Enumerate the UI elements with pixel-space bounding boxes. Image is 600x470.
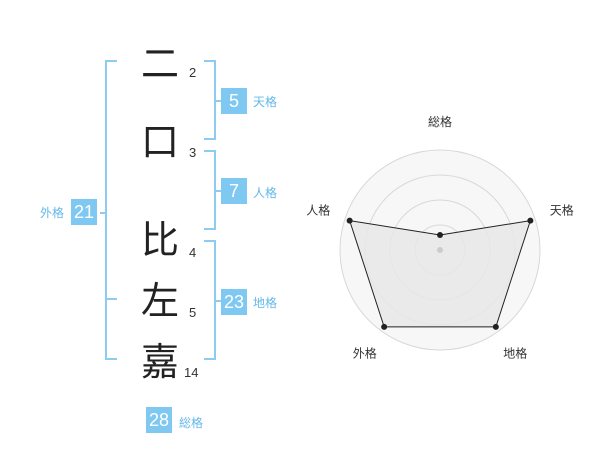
tenkaku-connector	[215, 100, 221, 102]
radar-point-4	[346, 217, 353, 224]
chikaku-bracket-bottom	[204, 358, 216, 360]
name-char-3: 比	[140, 218, 179, 262]
radar-point-2	[492, 323, 499, 330]
jinkaku-bracket-top	[204, 150, 216, 152]
gaikaku-connector	[100, 212, 106, 214]
gaikaku-label: 外格	[40, 206, 65, 220]
radar-series-polygon	[348, 220, 532, 328]
jinkaku-bracket-bottom	[204, 228, 216, 230]
radar-center-point	[437, 247, 443, 253]
chikaku-value-badge: 23	[221, 289, 248, 315]
name-char-1: 二	[140, 42, 179, 86]
tenkaku-bracket-top	[204, 60, 216, 62]
chikaku-label: 地格	[253, 296, 278, 310]
radar-grid-ring	[339, 149, 541, 351]
chikaku-bracket-top	[204, 240, 216, 242]
jinkaku-connector	[215, 190, 221, 192]
soukaku-label: 総格	[179, 416, 204, 430]
tenkaku-label: 天格	[253, 95, 278, 109]
name-char-2: 口	[140, 120, 179, 164]
radar-point-3	[381, 323, 388, 330]
radar-axis-label-2: 地格	[503, 346, 527, 361]
radar-point-0	[437, 232, 443, 238]
stroke-count-3: 4	[189, 245, 197, 260]
stroke-count-1: 2	[189, 65, 197, 80]
radar-point-1	[527, 217, 534, 224]
gaikaku-bracket-mid	[105, 298, 117, 300]
name-char-5: 嘉	[140, 340, 179, 384]
gaikaku-bracket	[105, 60, 107, 360]
gaikaku-bracket-top	[105, 60, 117, 62]
jinkaku-label: 人格	[253, 186, 278, 200]
tenkaku-bracket-bottom	[204, 138, 216, 140]
stroke-count-5: 14	[184, 365, 199, 380]
stroke-count-2: 3	[189, 145, 197, 160]
radar-axis-label-1: 天格	[550, 202, 574, 217]
chikaku-connector	[215, 300, 221, 302]
jinkaku-value-badge: 7	[221, 178, 247, 204]
tenkaku-value-badge: 5	[221, 88, 247, 114]
name-char-4: 左	[140, 279, 179, 323]
stroke-count-4: 5	[189, 305, 197, 320]
radar-axis-label-3: 外格	[353, 346, 377, 361]
radar-axis-label-0: 総格	[428, 114, 452, 129]
soukaku-value-badge: 28	[146, 407, 173, 433]
radar-axis-label-4: 人格	[306, 202, 330, 217]
gaikaku-value-badge: 21	[71, 199, 98, 225]
gaikaku-bracket-bottom	[105, 358, 117, 360]
